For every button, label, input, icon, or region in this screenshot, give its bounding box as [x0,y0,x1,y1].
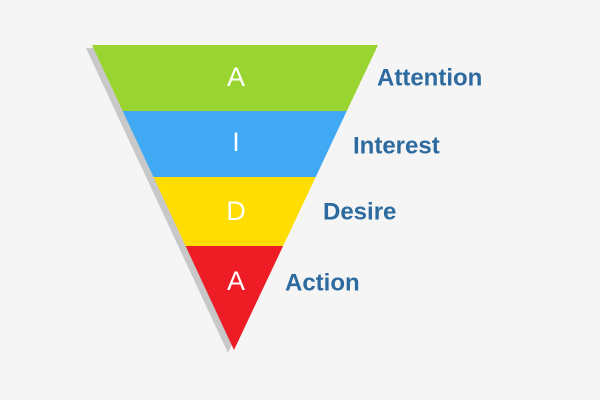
funnel-letter-action: A [227,266,245,296]
funnel-letter-interest: I [232,127,240,157]
stage-label-action: Action [285,269,360,296]
funnel-band-desire [153,177,316,246]
stage-label-desire: Desire [323,198,396,225]
stage-label-attention: Attention [377,64,482,91]
funnel-band-action [185,246,284,350]
funnel-band-attention [92,45,378,111]
funnel-band-interest [122,111,347,177]
funnel-letter-attention: A [227,62,245,92]
funnel-letter-desire: D [226,196,246,226]
stage-label-interest: Interest [353,132,440,159]
